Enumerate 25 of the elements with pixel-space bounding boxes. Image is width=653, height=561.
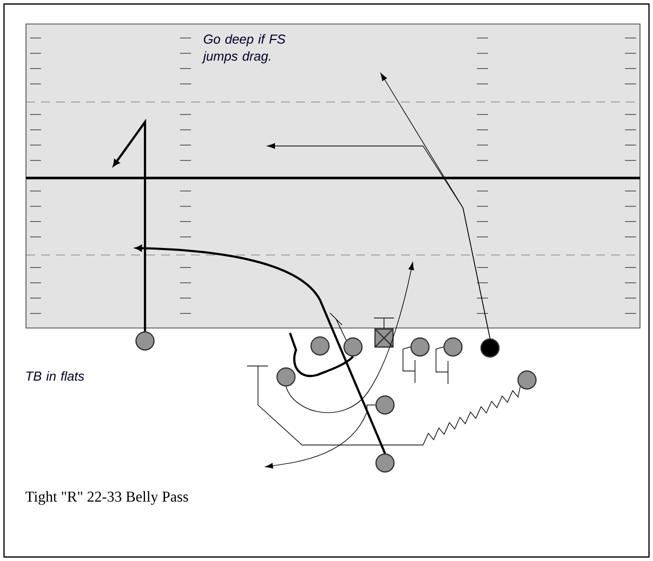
block-line — [330, 312, 347, 341]
route-arrow — [267, 143, 490, 339]
player-circle — [375, 395, 395, 415]
note-text: Go deep if FS jumps drag. — [202, 34, 286, 64]
block-line — [402, 346, 416, 384]
note-text: TB in flats — [26, 371, 84, 381]
route-arrow — [265, 404, 376, 469]
player-circle — [310, 336, 330, 356]
player-circle — [480, 338, 500, 358]
player-circle — [517, 370, 537, 390]
route-arrow — [135, 245, 386, 454]
player-circle — [375, 453, 395, 473]
player-circle — [135, 331, 155, 351]
player-circle — [276, 367, 296, 387]
route-arrow — [286, 262, 414, 413]
route-arrow — [112, 118, 146, 332]
player-circle — [410, 337, 430, 357]
caption: Tight "R" 22-33 Belly Pass — [25, 491, 188, 505]
block-line — [436, 346, 448, 384]
player-circle — [443, 337, 463, 357]
center-square — [374, 328, 394, 348]
block-line — [288, 332, 354, 378]
block-line — [374, 318, 394, 329]
player-circle — [343, 337, 363, 357]
block-line — [246, 366, 521, 446]
